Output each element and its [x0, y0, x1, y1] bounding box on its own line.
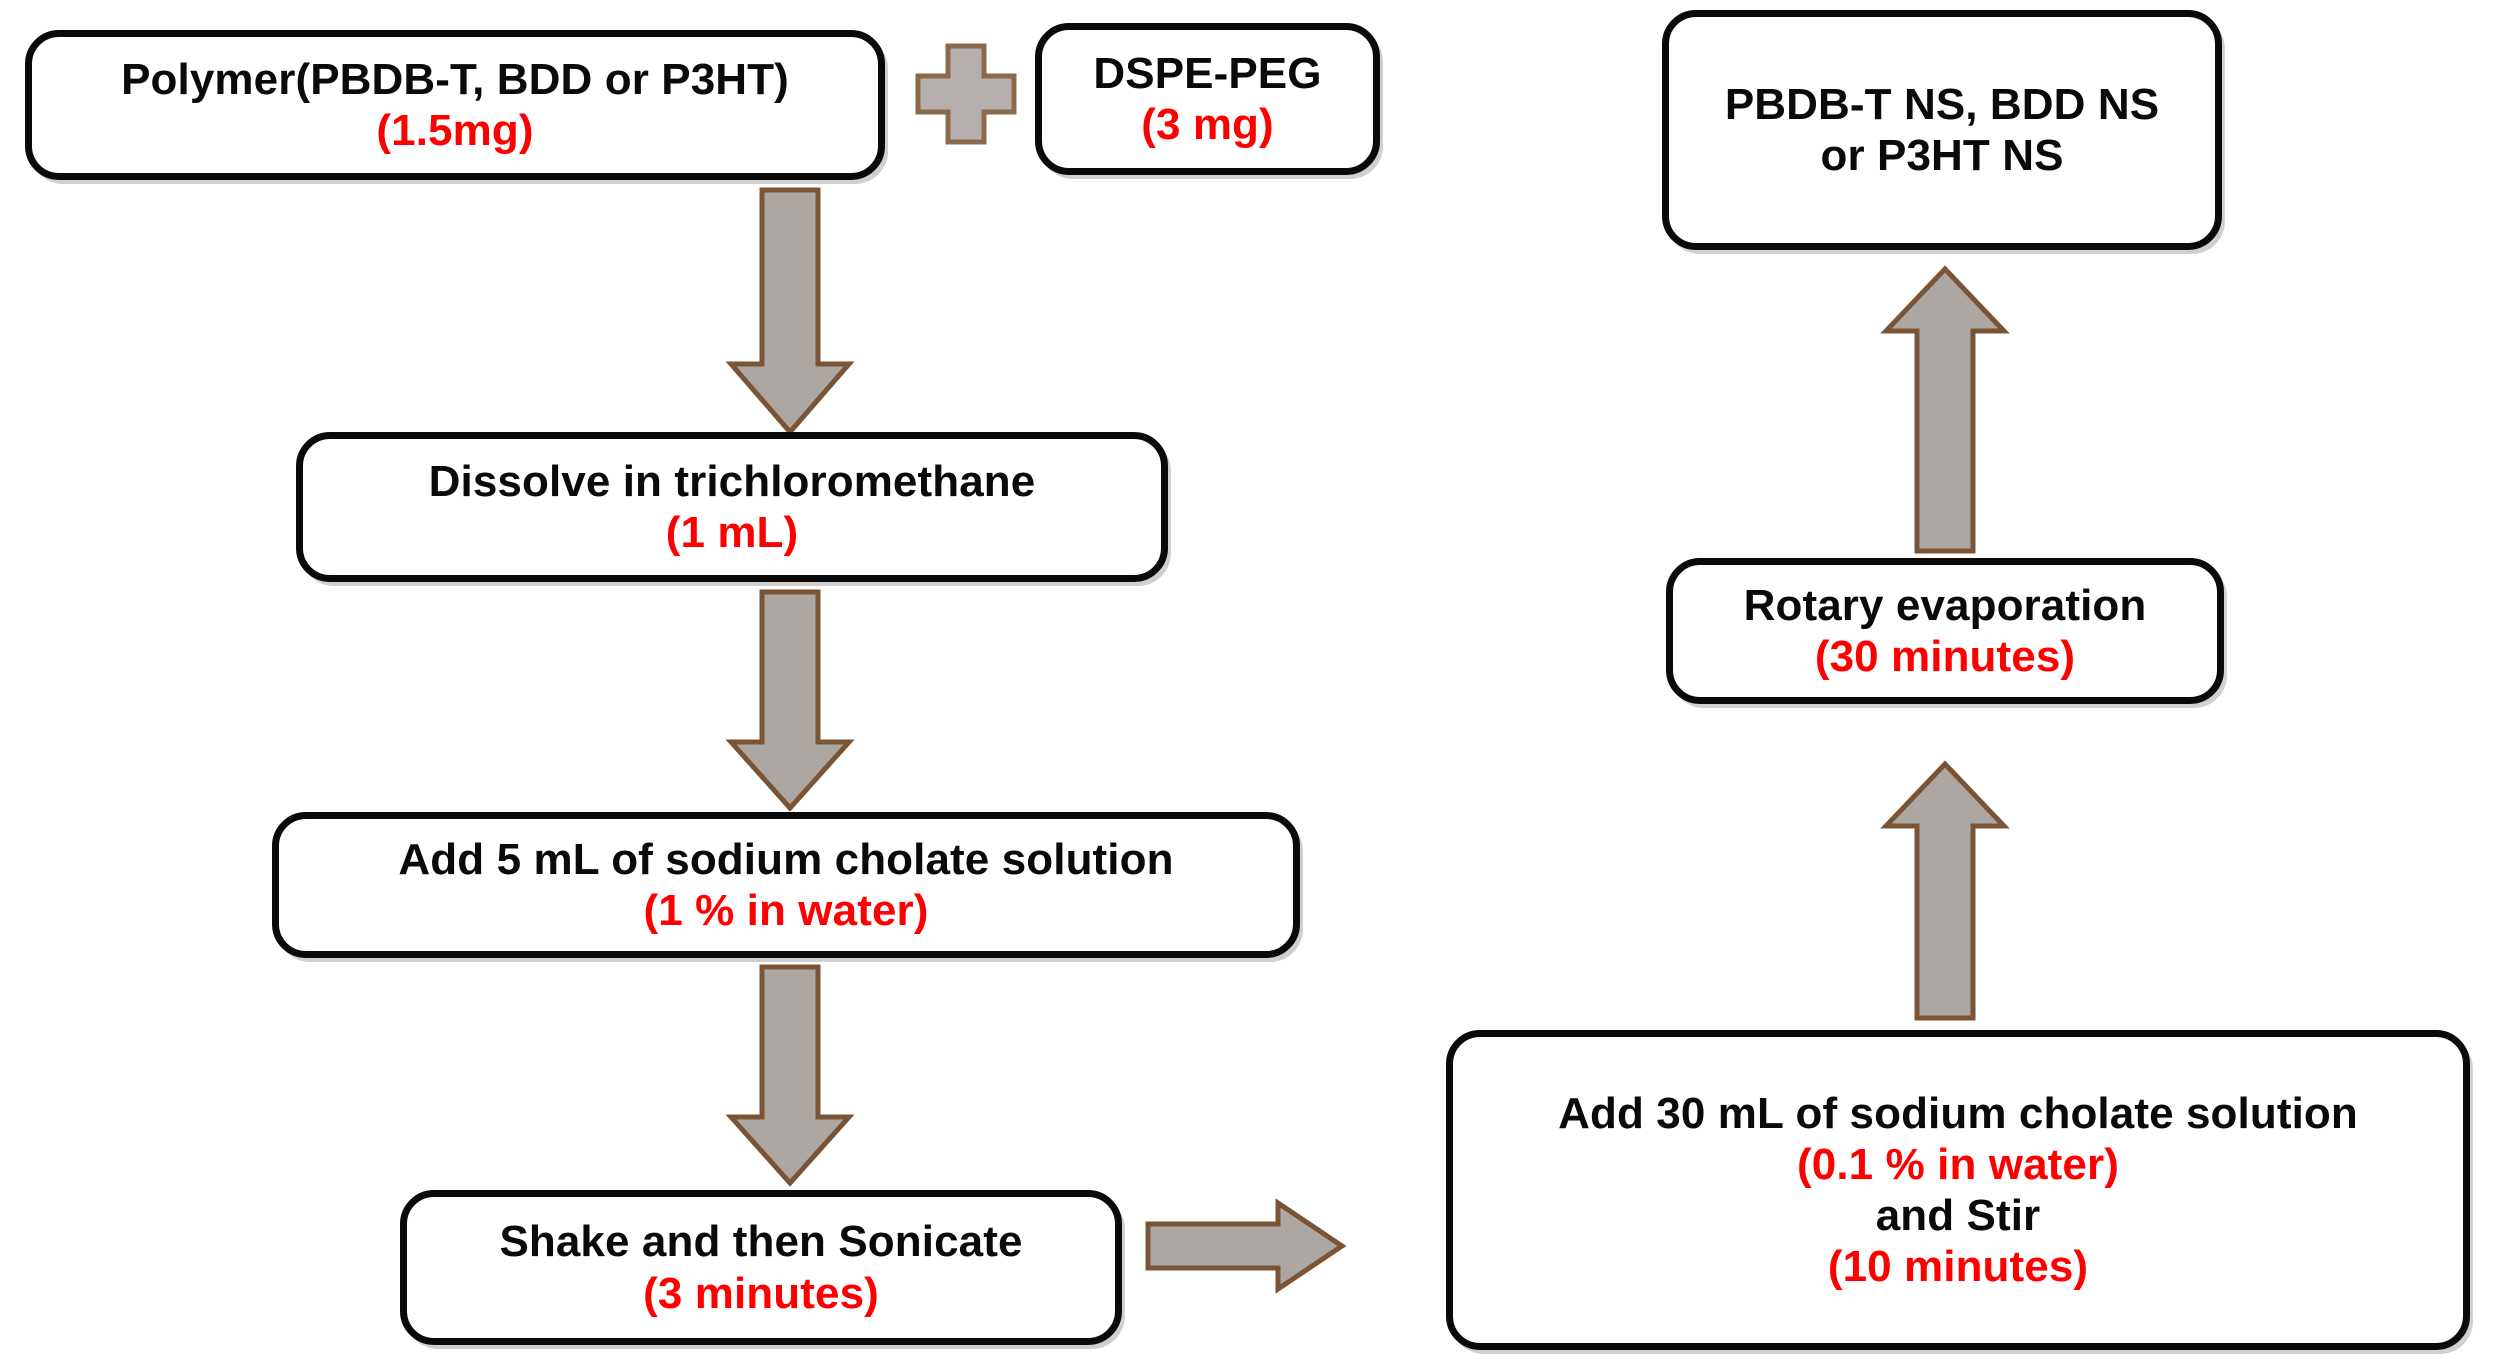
node-rotary-line-1: Rotary evaporation	[1743, 580, 2147, 630]
node-rotary[interactable]: Rotary evaporation (30 minutes)	[1666, 558, 2224, 704]
node-rotary-line-2: (30 minutes)	[1814, 632, 2076, 681]
node-product[interactable]: PBDB-T NS, BDD NS or P3HT NS	[1662, 10, 2222, 250]
node-polymer-line-1: Polymer(PBDB-T, BDD or P3HT)	[121, 54, 789, 104]
node-dissolve-line-2: (1 mL)	[665, 508, 799, 557]
node-add30[interactable]: Add 30 mL of sodium cholate solution (0.…	[1446, 1030, 2470, 1350]
arrow-add30-to-rotary	[1880, 760, 2010, 1022]
node-add30-line-1: Add 30 mL of sodium cholate solution	[1558, 1088, 2358, 1138]
node-product-line-1: PBDB-T NS, BDD NS	[1724, 79, 2160, 129]
node-shake[interactable]: Shake and then Sonicate (3 minutes)	[400, 1190, 1122, 1345]
node-add5-line-2: (1 % in water)	[643, 886, 929, 935]
arrow-polymer-to-dissolve	[725, 187, 855, 436]
node-product-line-2: or P3HT NS	[1820, 131, 2064, 180]
node-dissolve-line-1: Dissolve in trichloromethane	[428, 456, 1036, 506]
arrow-rotary-to-product	[1880, 265, 2010, 555]
node-add30-line-3: and Stir	[1875, 1191, 2041, 1240]
node-add5-line-1: Add 5 mL of sodium cholate solution	[398, 834, 1174, 884]
node-dspe-peg-line-1: DSPE-PEG	[1093, 48, 1322, 98]
node-shake-line-1: Shake and then Sonicate	[499, 1217, 1023, 1267]
node-polymer-line-2: (1.5mg)	[376, 106, 534, 155]
node-add5[interactable]: Add 5 mL of sodium cholate solution (1 %…	[272, 812, 1300, 958]
node-add30-line-4: (10 minutes)	[1827, 1242, 2089, 1292]
node-polymer[interactable]: Polymer(PBDB-T, BDD or P3HT) (1.5mg)	[25, 30, 885, 180]
node-add30-line-2: (0.1 % in water)	[1797, 1139, 2119, 1189]
node-dissolve[interactable]: Dissolve in trichloromethane (1 mL)	[296, 432, 1168, 582]
arrow-add5-to-shake	[725, 964, 855, 1187]
node-dspe-peg-line-2: (3 mg)	[1141, 100, 1274, 149]
arrow-dissolve-to-add5	[725, 589, 855, 812]
plus-icon	[910, 38, 1022, 150]
node-shake-line-2: (3 minutes)	[643, 1268, 879, 1318]
arrow-shake-to-add30	[1145, 1198, 1347, 1294]
node-dspe-peg[interactable]: DSPE-PEG (3 mg)	[1035, 23, 1380, 175]
